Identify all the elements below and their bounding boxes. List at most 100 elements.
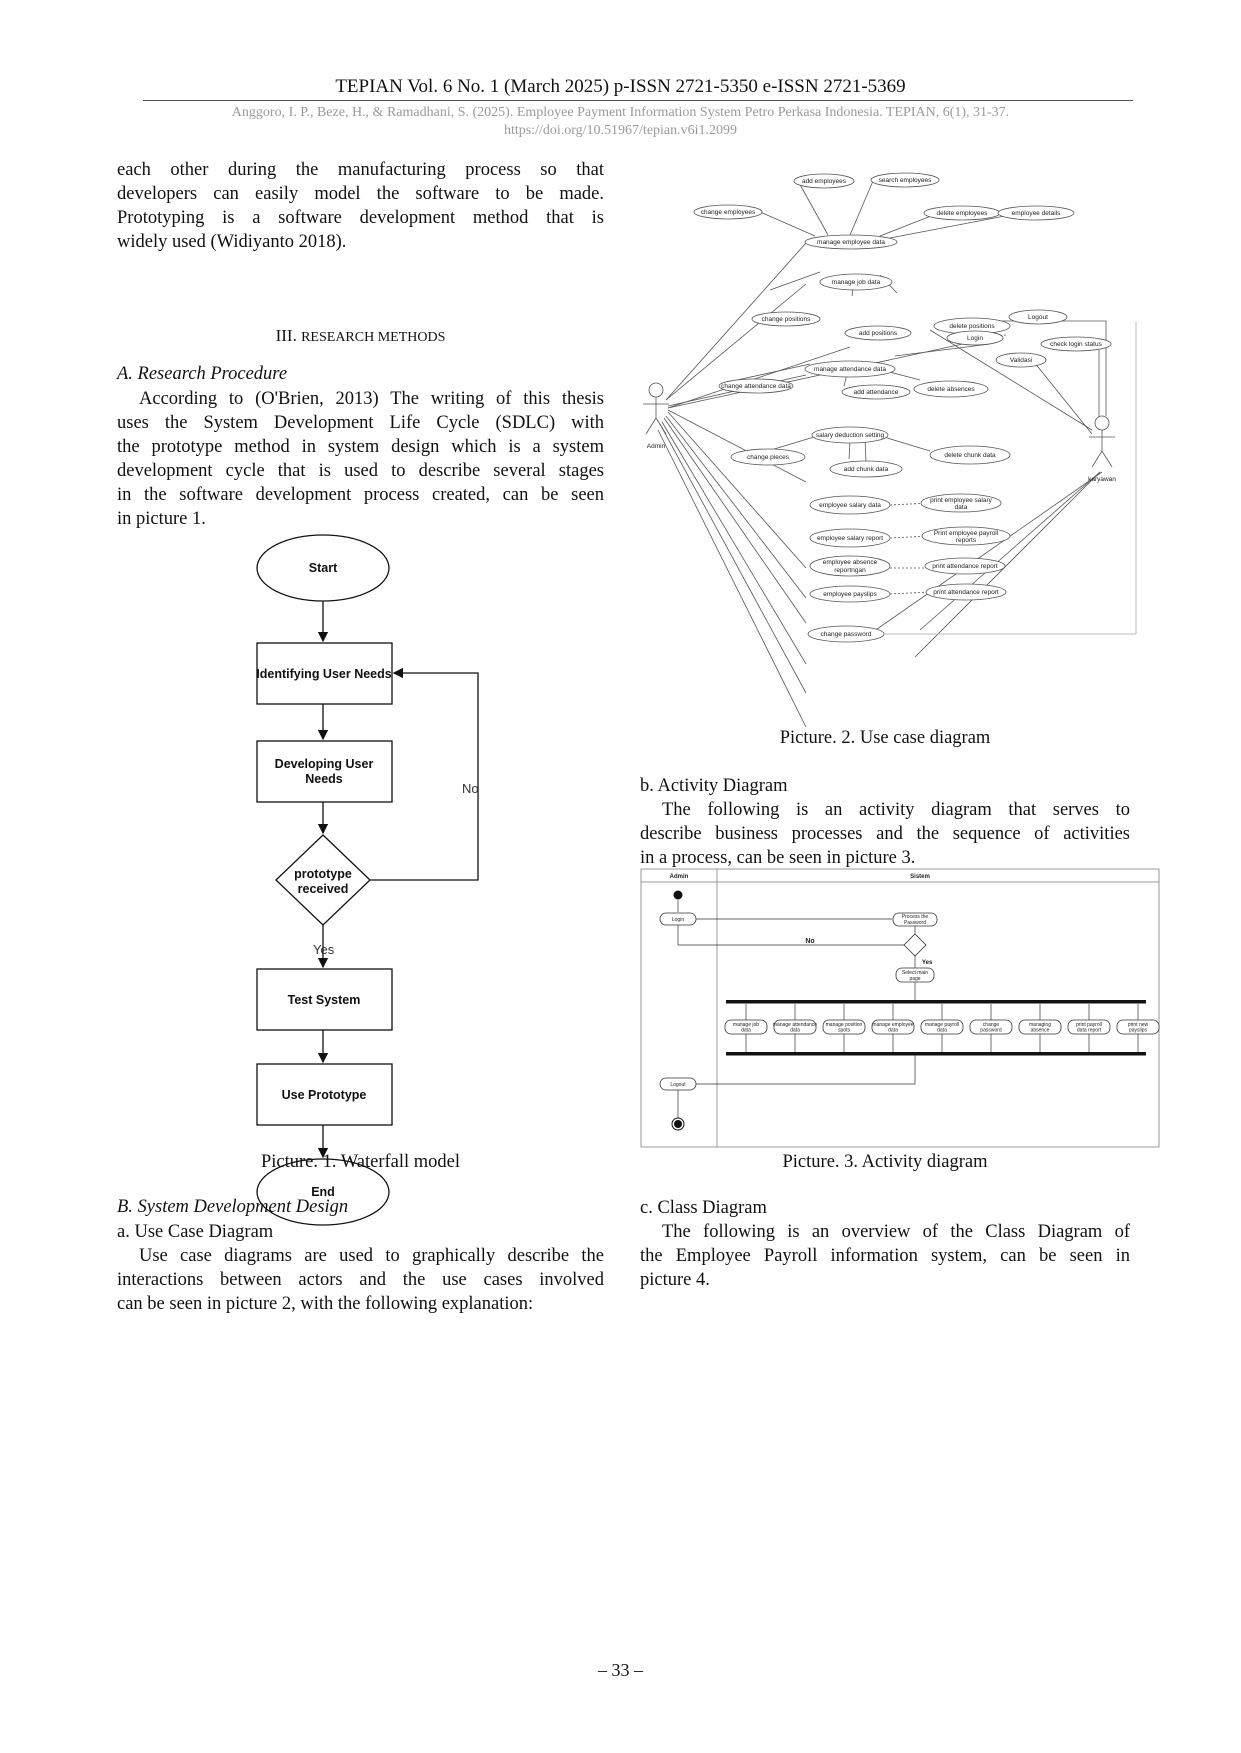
text-line: According to (O'Brien, 2013) The writing… [139,389,604,409]
uc-manage-attendance-data [804,360,896,378]
uc-print-payroll-reports [921,526,1011,546]
initial-node [673,890,683,900]
uc-label: Logout [1028,314,1048,321]
act-action-label: manage job [733,1022,759,1028]
act-action-label: change [983,1022,1000,1028]
subsection-heading-b: B. System Development Design [117,1197,349,1217]
act-yes-label: Yes [922,960,933,966]
admin-label: Admin [647,443,666,450]
fork-bar [726,1000,1146,1004]
yes-label: Yes [313,942,335,957]
procedure-paragraph: According to (O'Brien, 2013) The writing… [117,387,604,531]
identify-label: Identifying User Needs [256,667,391,681]
uc-label: change employees [701,209,756,216]
doi-link[interactable]: https://doi.org/10.51967/tepian.v6i1.209… [503,123,738,138]
subsection-heading-a: A. Research Procedure [117,364,288,384]
uc-change-positions [751,311,821,327]
caption-picture-3: Picture. 3. Activity diagram [782,1152,988,1172]
act-action-label: data [790,1028,800,1034]
text-line: in a process, can be seen in picture 3. [640,848,916,868]
act-action-label: absence [1031,1028,1050,1034]
uc-label: search employees [879,177,932,184]
end-label: End [311,1185,335,1199]
citation-line: Anggoro, I. P., Beze, H., & Ramadhani, S… [0,104,1241,140]
text-line: widely used (Widiyanto 2018). [117,232,347,252]
act-login-label: Login [672,917,684,923]
uc-change-pieces [730,448,806,466]
start-label: Start [309,561,338,575]
uc-add-employees [793,173,855,189]
act-action-label: payslips [1129,1028,1148,1034]
lane-admin-label: Admin [670,874,689,880]
text-line: describe business processes and the sequ… [640,824,1130,844]
act-action-label: data report [1077,1028,1102,1034]
uc-check-login-status [1040,336,1112,352]
act-no-label: No [805,938,814,945]
uc-search-employees [870,172,940,188]
text-line: in the software development process crea… [117,485,604,505]
text-line: Prototyping is a software development me… [117,208,604,228]
uc-delete-absences [913,380,989,398]
waterfall-flowchart: Start Identifying User Needs Developing … [256,534,479,1226]
act-action-label: data [741,1028,751,1034]
usecase-paragraph: Use case diagrams are used to graphicall… [117,1244,604,1316]
identify-process-box [256,642,393,705]
act-action-label: data [888,1028,898,1034]
uc-label: employee payslips [823,591,877,598]
uc-label: delete absences [927,386,975,393]
uc-employee-payslips [809,585,891,603]
uc-label: print attendance report [933,589,999,596]
uc-label: manage job data [832,279,881,286]
final-node-ring [671,1117,685,1131]
activity-diagram: Admin Sistem Login Process the Password … [640,868,1160,1148]
uc-label: Validasi [1010,357,1032,364]
admin-actor [643,382,669,435]
act-action-label: password [980,1028,1002,1034]
act-action-label: manage employee [872,1022,913,1028]
uc-label: add chunk data [844,466,889,473]
act-select-label-1: Select main [902,970,928,976]
uc-print-attendance-report-2 [925,583,1007,601]
section-heading: III. RESEARCH METHODS [117,324,604,350]
use-case-diagram: Admin karyawan add employees search empl… [643,172,1137,727]
karyawan-label: karyawan [1088,476,1116,483]
uc-employee-salary-data [809,495,891,515]
uc-label: delete chunk data [944,452,996,459]
uc-add-chunk-data [829,460,903,478]
uc-label: change positions [762,316,812,323]
uc-label: manage employee data [817,239,885,246]
develop-label-2: Needs [305,772,343,786]
karyawan-actor [1089,415,1115,468]
text-line: can be seen in picture 2, with the follo… [117,1294,534,1314]
uc-label: manage attendance data [814,366,886,373]
uc-manage-employee-data [804,234,898,250]
text-line: each other during the manufacturing proc… [117,160,604,180]
text-line: The following is an overview of the Clas… [662,1222,1130,1242]
uc-label: print employee salary [930,497,993,504]
decision-label-2: received [298,882,349,896]
text-line: the Employee Payroll information system,… [640,1246,1130,1266]
item-b-heading: b. Activity Diagram [640,776,788,796]
text-line: developers can easily model the software… [117,184,604,204]
uc-logout [1008,309,1068,325]
class-paragraph: The following is an overview of the Clas… [640,1220,1130,1292]
act-action-label: print new [1128,1022,1149,1028]
caption-picture-1: Picture. 1. Waterfall model [260,1152,461,1172]
uc-manage-job-data [819,273,893,291]
uc-change-employees [693,204,763,220]
uc-label: employee absence [823,559,878,566]
act-logout-label: Logout [670,1082,686,1088]
develop-process-box [256,740,393,803]
uc-label: change password [821,631,872,638]
item-a-heading: a. Use Case Diagram [117,1222,274,1242]
section-number: III. [275,326,297,345]
uc-label: print attendance report [932,563,998,570]
act-action-label: managing [1029,1022,1051,1028]
uc-change-attendance-data [718,378,794,394]
uc-label: change attendance data [721,383,791,390]
use-process-box [256,1063,393,1126]
no-label: No [462,781,479,796]
final-node [674,1120,682,1128]
uc-label: add positions [859,330,898,337]
